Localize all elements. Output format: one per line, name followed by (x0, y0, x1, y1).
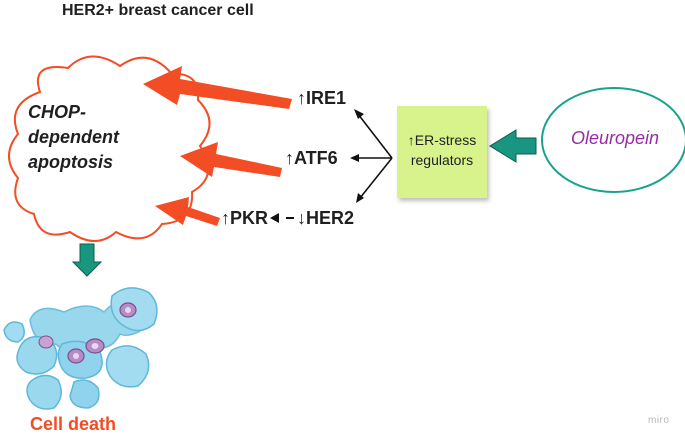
cloud-to-celldeath-arrow (71, 243, 103, 277)
note-line1: ↑ER-stress (407, 132, 477, 148)
pkr-to-cloud-arrow (155, 197, 220, 226)
node-pkr: ↑PKR (221, 208, 269, 228)
atf6-to-cloud-arrow (180, 142, 282, 177)
cloud-label: CHOP- dependent apoptosis (28, 100, 178, 175)
node-atf6: ↑ATF6 (285, 148, 338, 168)
arrowhead-ire1 (354, 109, 364, 119)
note-line2: regulators (410, 152, 474, 168)
cell-death-label: Cell death (30, 414, 117, 434)
arrowhead-atf6 (350, 154, 359, 162)
oleuropein-to-note-arrow (489, 129, 537, 163)
oleuropein-label: Oleuropein (570, 128, 660, 148)
node-her2: ↓HER2 (297, 208, 355, 228)
cloud-label-line1: CHOP- (28, 102, 86, 122)
ire1-to-cloud-arrow (143, 66, 292, 109)
note-branch-arrows (356, 113, 393, 199)
dying-cells-illustration (3, 287, 158, 410)
cloud-label-line2: dependent (28, 127, 120, 147)
diagram-title: HER2+ breast cancer cell (62, 2, 254, 19)
miro-watermark: miro (648, 415, 670, 426)
er-stress-note-text: ↑ER-stress regulators (399, 130, 485, 170)
oleuropein-ellipse (541, 87, 685, 193)
arrowhead-her2 (356, 193, 364, 203)
er-stress-sticky-note (397, 106, 487, 198)
node-ire1: ↑IRE1 (297, 88, 347, 108)
cloud-label-line3: apoptosis (28, 152, 114, 172)
her2-to-pkr-arrowhead (270, 213, 279, 223)
